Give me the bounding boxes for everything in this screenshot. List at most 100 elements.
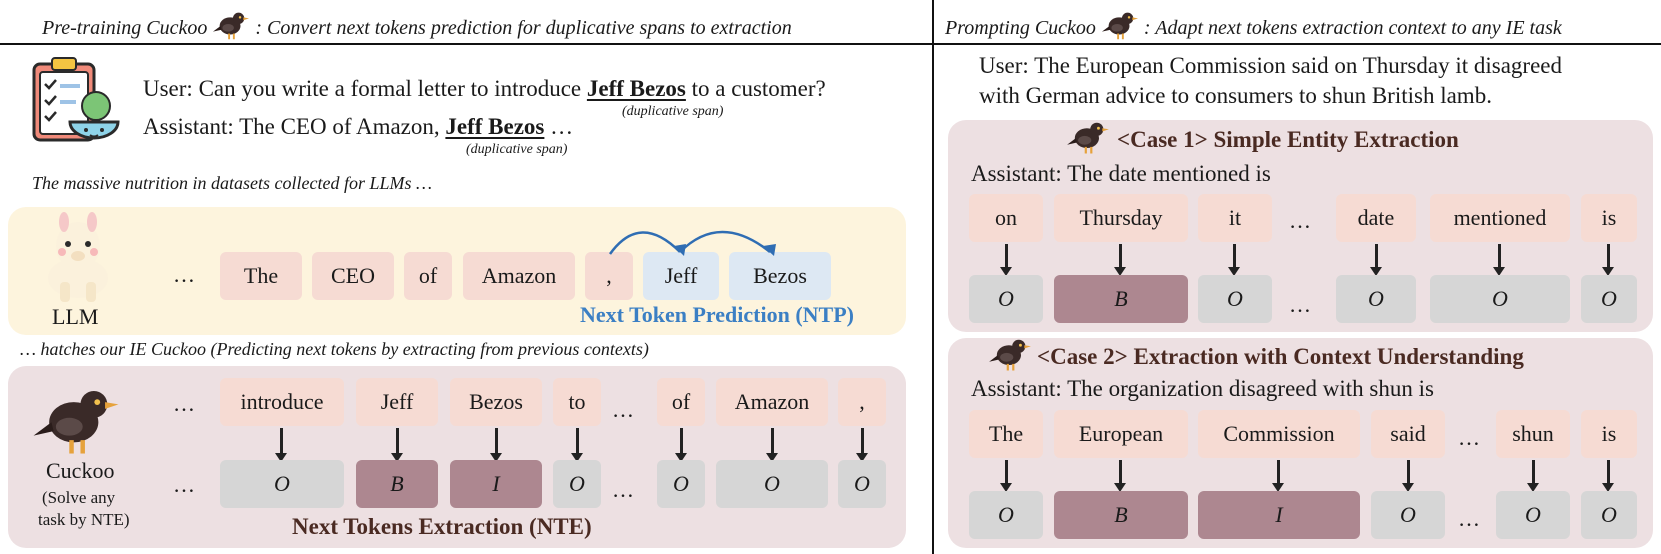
case1-token: date	[1336, 194, 1416, 242]
case1-assistant: Assistant: The date mentioned is	[971, 161, 1271, 186]
ntp-predicted-token: Jeff	[643, 252, 719, 300]
case2-arrow	[1272, 460, 1284, 492]
assistant-duplicative-span: Jeff Bezos	[445, 114, 545, 139]
case2-token: shun	[1496, 410, 1570, 458]
ntp-token: CEO	[312, 252, 394, 300]
duplicative-span-caption-1: (duplicative span)	[622, 104, 724, 119]
column-divider	[932, 0, 934, 554]
nte-token: ,	[838, 378, 886, 426]
case2-label: O	[1581, 491, 1637, 539]
nte-label: O	[657, 460, 705, 508]
case1-label: O	[1198, 275, 1272, 323]
case1-arrow	[1493, 244, 1505, 276]
nte-label: O	[838, 460, 886, 508]
case1-token: Thursday	[1054, 194, 1188, 242]
case1-token: is	[1581, 194, 1637, 242]
assistant-prefix: Assistant: The CEO of Amazon,	[143, 114, 446, 139]
assistant-suffix: …	[544, 114, 574, 139]
case1-arrow	[1602, 244, 1614, 276]
nte-label-ellipsis: …	[173, 472, 195, 497]
case1-token: mentioned	[1430, 194, 1570, 242]
cuckoo-bird-icon	[212, 8, 250, 40]
nte-arrow	[490, 428, 502, 462]
case1-label: B	[1054, 275, 1188, 323]
case2-arrow	[1000, 460, 1012, 492]
nte-token: Amazon	[716, 378, 828, 426]
user-prefix: User: Can you write a formal letter to i…	[143, 76, 587, 101]
cuckoo-sub-2: task by NTE)	[38, 510, 130, 529]
case1-arrow	[1000, 244, 1012, 276]
nte-label: O	[220, 460, 344, 508]
left-header-suffix: : Convert next tokens prediction for dup…	[255, 17, 792, 39]
case1-title: <Case 1> Simple Entity Extraction	[1117, 127, 1459, 152]
nte-token: Jeff	[356, 378, 438, 426]
case2-label-ellipsis: …	[1458, 506, 1480, 531]
nte-token: Bezos	[450, 378, 542, 426]
cuckoo-bird-icon	[1101, 8, 1139, 40]
case1-label: O	[1336, 275, 1416, 323]
massive-nutrition-text: The massive nutrition in datasets collec…	[32, 173, 432, 193]
right-header-suffix: : Adapt next tokens extraction context t…	[1143, 17, 1562, 39]
ntp-token: Amazon	[463, 252, 575, 300]
nte-token: to	[553, 378, 601, 426]
curved-arrow-icon	[608, 230, 776, 256]
cuckoo-bird-icon	[988, 335, 1032, 373]
case2-arrow	[1602, 460, 1614, 492]
case2-token: said	[1371, 410, 1445, 458]
ntp-label: Next Token Prediction (NTP)	[580, 302, 854, 327]
case2-arrow	[1114, 460, 1126, 492]
case2-token: The	[969, 410, 1043, 458]
ntp-token: ,	[585, 252, 633, 300]
nte-ellipsis: …	[612, 397, 634, 422]
nte-arrow	[275, 428, 287, 462]
cuckoo-sub-1: (Solve any	[42, 488, 116, 507]
case1-label: O	[1430, 275, 1570, 323]
right-user-line-1: User: The European Commission said on Th…	[979, 53, 1562, 78]
case2-assistant: Assistant: The organization disagreed wi…	[971, 376, 1434, 401]
case2-label: B	[1054, 491, 1188, 539]
cuckoo-bird-icon	[1066, 118, 1110, 156]
left-header: Pre-training Cuckoo : Convert next token…	[42, 8, 792, 40]
case1-label-ellipsis: …	[1289, 292, 1311, 317]
case1-token: it	[1198, 194, 1272, 242]
ntp-ellipsis: …	[173, 262, 195, 287]
case2-arrow	[1527, 460, 1539, 492]
user-duplicative-span: Jeff Bezos	[586, 76, 686, 101]
cuckoo-label: Cuckoo	[46, 458, 115, 483]
nte-label: B	[356, 460, 438, 508]
nte-arrow	[766, 428, 778, 462]
nte-label-ellipsis: …	[612, 477, 634, 502]
case2-label: I	[1198, 491, 1360, 539]
case2-label: O	[1371, 491, 1445, 539]
llm-label: LLM	[52, 304, 99, 329]
case1-arrow	[1114, 244, 1126, 276]
nte-ellipsis: …	[173, 391, 195, 416]
case2-title: <Case 2> Extraction with Context Underst…	[1037, 344, 1524, 369]
right-header-prefix: Prompting Cuckoo	[945, 17, 1096, 39]
ntp-token: of	[404, 252, 452, 300]
case2-label: O	[969, 491, 1043, 539]
case2-token: Commission	[1198, 410, 1360, 458]
ntp-predicted-token: Bezos	[729, 252, 831, 300]
case1-ellipsis: …	[1289, 208, 1311, 233]
ntp-token: The	[220, 252, 302, 300]
case1-label: O	[969, 275, 1043, 323]
case1-label: O	[1581, 275, 1637, 323]
cuckoo-bird-icon	[30, 382, 122, 458]
nte-arrow	[856, 428, 868, 462]
case1-token: on	[969, 194, 1043, 242]
assistant-message: Assistant: The CEO of Amazon, Jeff Bezos…	[143, 114, 573, 140]
nte-label: I	[450, 460, 542, 508]
header-divider	[0, 43, 1661, 45]
nte-title: Next Tokens Extraction (NTE)	[292, 514, 592, 539]
nte-arrow	[675, 428, 687, 462]
user-suffix: to a customer?	[685, 76, 826, 101]
hatches-text: … hatches our IE Cuckoo (Predicting next…	[20, 339, 649, 359]
right-user-line-2: with German advice to consumers to shun …	[979, 83, 1492, 108]
case2-arrow	[1402, 460, 1414, 492]
nte-arrow	[571, 428, 583, 462]
nte-label: O	[553, 460, 601, 508]
nte-token: of	[657, 378, 705, 426]
alpaca-icon	[38, 212, 120, 304]
duplicative-span-caption-2: (duplicative span)	[466, 142, 568, 157]
